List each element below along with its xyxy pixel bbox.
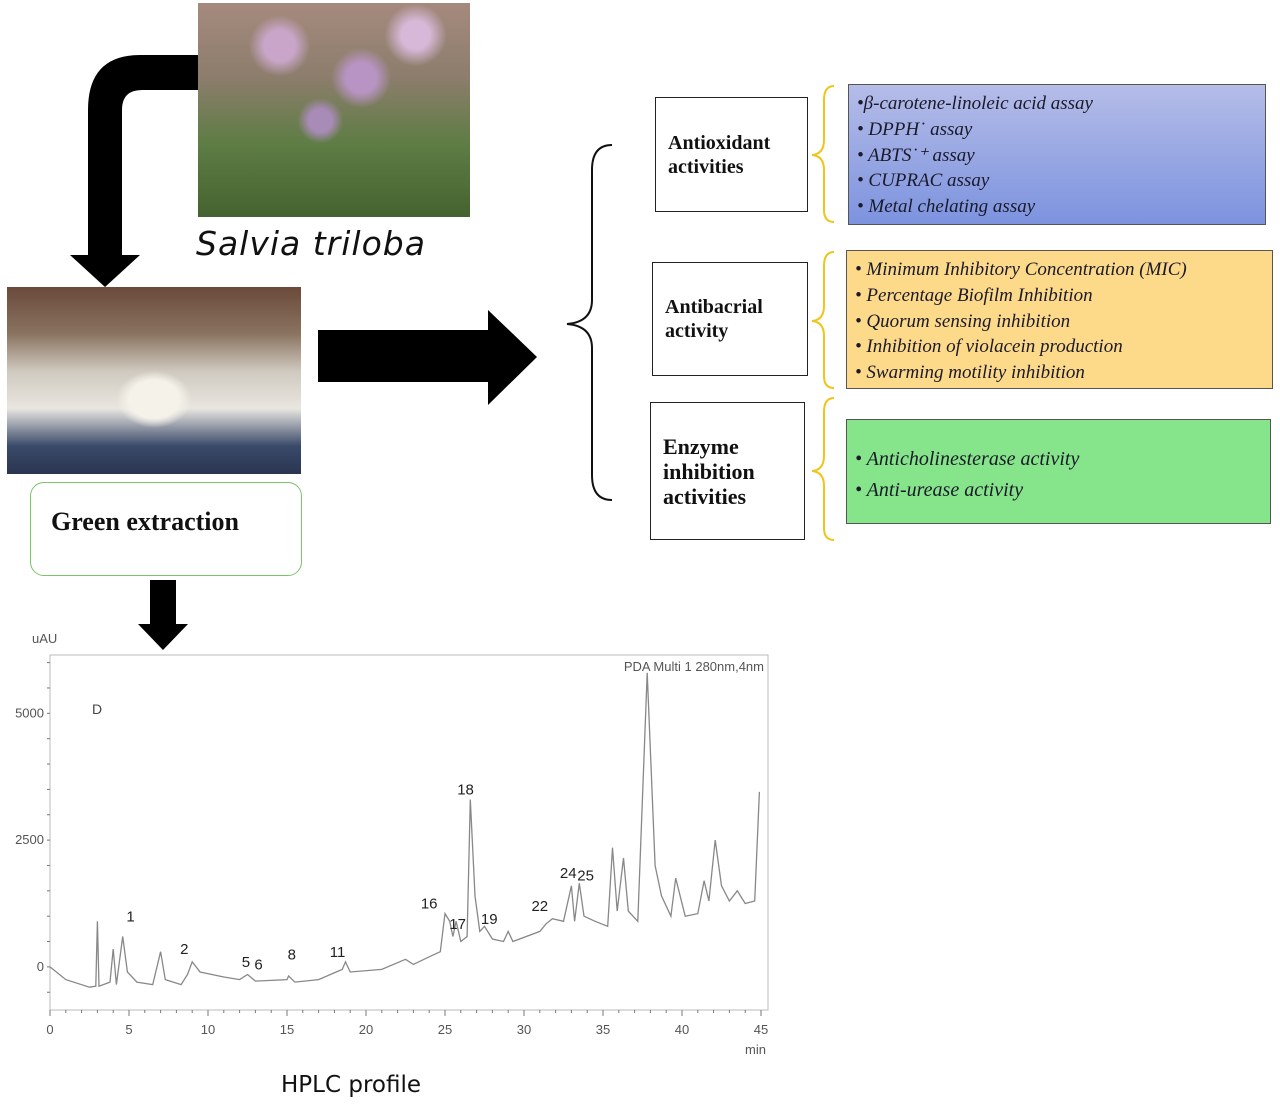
list-item: • Anticholinesterase activity: [855, 448, 1080, 470]
antibacterial-assays-list: • Minimum Inhibitory Concentration (MIC)…: [846, 250, 1273, 389]
y-tick-label: 5000: [15, 705, 44, 720]
x-tick-label: 45: [754, 1022, 768, 1037]
peak-label: 6: [254, 956, 262, 973]
peak-label: 24: [560, 865, 577, 882]
brace-antibacterial: [811, 251, 835, 389]
list-item: • DPPH˙ assay: [857, 118, 973, 140]
enzyme-category-box: Enzyme inhibition activities: [650, 402, 805, 540]
peak-label: 17: [449, 916, 466, 933]
peak-label: 8: [288, 946, 296, 963]
x-tick-label: 5: [125, 1022, 132, 1037]
x-tick-label: 35: [596, 1022, 610, 1037]
x-tick-label: 0: [46, 1022, 53, 1037]
x-tick-label: 10: [201, 1022, 215, 1037]
category-label: Antibacrial activity: [665, 296, 763, 342]
y-tick-label: 2500: [15, 832, 44, 847]
peak-label: 22: [531, 898, 548, 915]
peak-label: 11: [330, 944, 346, 961]
hplc-caption: HPLC profile: [281, 1072, 421, 1098]
x-tick-label: 20: [359, 1022, 373, 1037]
salvia-plant-photo: [198, 3, 470, 217]
down-arrow: [138, 580, 188, 650]
antioxidant-category-box: Antioxidant activities: [655, 97, 808, 212]
list-item: • Percentage Biofilm Inhibition: [855, 284, 1093, 306]
antioxidant-assays-list: •β-carotene-linoleic acid assay • DPPH˙ …: [848, 84, 1266, 225]
peak-label: 1: [126, 908, 134, 925]
list-item: • CUPRAC assay: [857, 170, 990, 192]
x-tick-label: 40: [675, 1022, 689, 1037]
peak-label: 19: [481, 911, 498, 928]
lab-extraction-photo: [7, 287, 301, 474]
main-brace: [566, 144, 613, 501]
x-tick-label: 15: [280, 1022, 294, 1037]
x-tick-label: 25: [438, 1022, 452, 1037]
peak-label: 2: [180, 941, 188, 958]
y-axis-label: uAU: [32, 631, 57, 646]
chart-title: PDA Multi 1 280nm,4nm: [624, 659, 764, 674]
list-item: • Minimum Inhibitory Concentration (MIC): [855, 259, 1187, 280]
panel-label: D: [92, 701, 102, 717]
green-extraction-label: Green extraction: [51, 507, 239, 536]
species-label: Salvia triloba: [196, 224, 426, 263]
list-item: • Quorum sensing inhibition: [855, 310, 1071, 332]
chromatogram-trace: [49, 672, 761, 988]
peak-label: 25: [577, 868, 594, 885]
y-tick-label: 0: [37, 959, 44, 974]
list-item: • Anti-urease activity: [855, 479, 1024, 501]
plot-frame: [49, 654, 769, 1011]
list-item: • Swarming motility inhibition: [855, 362, 1085, 384]
enzyme-assays-list: • Anticholinesterase activity • Anti-ure…: [846, 419, 1271, 524]
antibacterial-category-box: Antibacrial activity: [652, 262, 808, 376]
list-item: • Inhibition of violacein production: [855, 336, 1123, 358]
brace-enzyme: [811, 397, 835, 541]
category-label: Enzyme inhibition activities: [663, 433, 755, 509]
brace-antioxidant: [811, 85, 835, 223]
category-label: Antioxidant activities: [668, 131, 771, 178]
x-axis-label: min: [745, 1042, 766, 1057]
x-tick-label: 30: [517, 1022, 531, 1037]
list-item: •β-carotene-linoleic acid assay: [857, 93, 1093, 114]
list-item: • ABTS˙⁺ assay: [857, 144, 975, 166]
peak-label: 5: [242, 954, 250, 971]
list-item: • Metal chelating assay: [857, 196, 1036, 218]
peak-label: 16: [421, 896, 438, 913]
green-extraction-box: Green extraction: [30, 482, 302, 576]
peak-label: 18: [457, 781, 474, 798]
curved-arrow: [70, 55, 200, 287]
right-arrow: [318, 310, 537, 405]
